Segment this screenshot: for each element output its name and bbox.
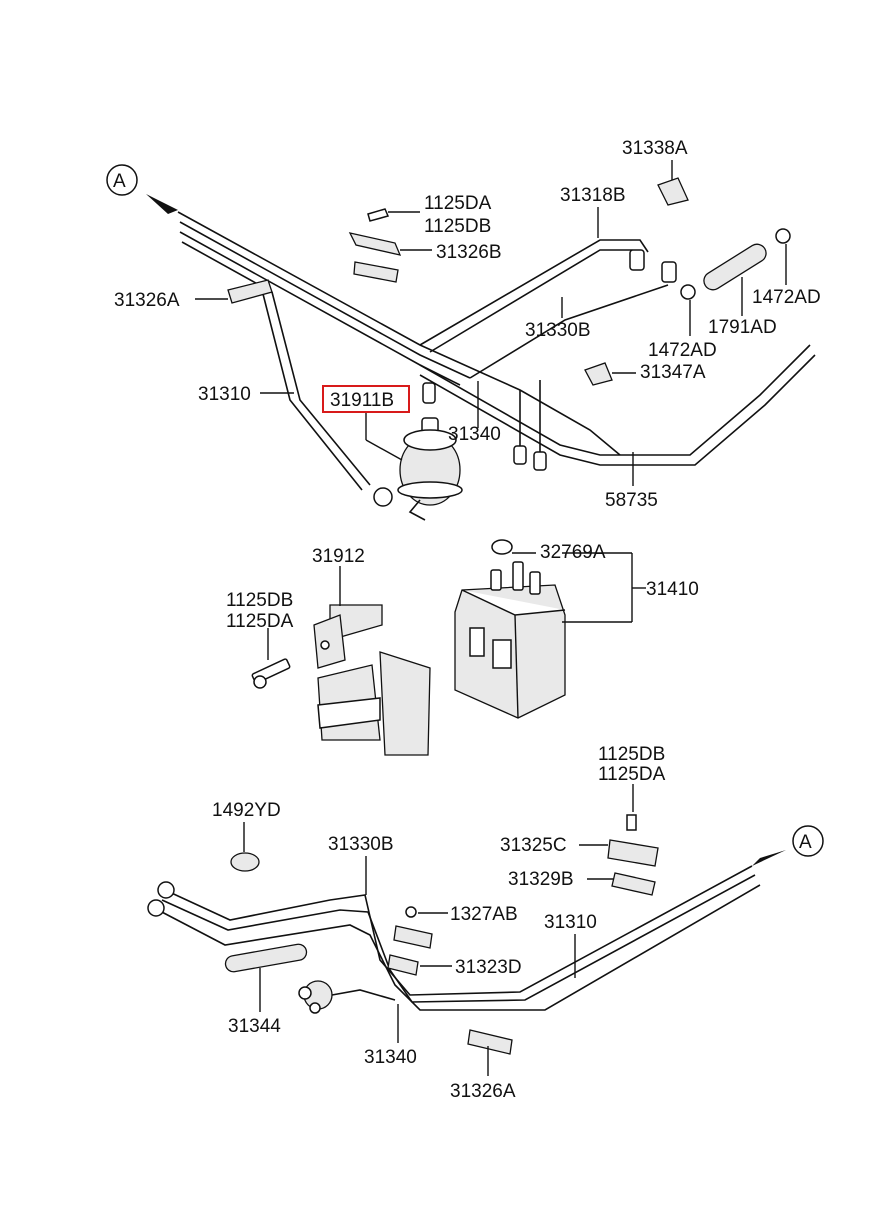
- bottom-leader-lines: [243, 784, 634, 1076]
- label-31911B: 31911B: [330, 390, 394, 411]
- clip-31347A: [584, 362, 613, 386]
- plug-1492YD: [230, 852, 260, 872]
- clip-31326B-upper: [348, 232, 402, 256]
- hose-1791AD: [703, 243, 767, 291]
- label-31329B: 31329B: [508, 869, 574, 890]
- label-31344: 31344: [228, 1016, 281, 1037]
- label-1125DB-low: 1125DB: [598, 744, 665, 765]
- label-31410: 31410: [646, 579, 699, 600]
- top-leader-lines: [195, 160, 787, 486]
- clip-31326A-low: [467, 1029, 513, 1055]
- highlight-box-31911B: [322, 385, 410, 413]
- label-1327AB: 1327AB: [450, 904, 518, 925]
- clip-1327AB: [393, 925, 433, 949]
- arrow-head-bottom: [752, 850, 786, 866]
- label-31912: 31912: [312, 546, 365, 567]
- label-31330B-top: 31330B: [525, 320, 591, 341]
- bolt-1125DA-top: [367, 208, 390, 222]
- hose-31344: [224, 943, 308, 973]
- bolt-1125DB-mid: [251, 658, 291, 689]
- label-1472AD-right: 1472AD: [752, 287, 821, 308]
- label-31326A-low: 31326A: [450, 1081, 516, 1102]
- clip-31325C: [607, 839, 659, 867]
- reference-a-circle-bottom: [792, 825, 824, 857]
- top-fuel-lines: A: [106, 164, 816, 521]
- middle-labels: 31912 32769A 31410 1125DB 1125DA: [226, 542, 699, 632]
- arrow-head-top: [146, 194, 178, 214]
- clip-31326B-lower: [353, 261, 399, 283]
- reference-a-label-top: A: [113, 171, 126, 192]
- top-labels: 31338A 1125DA 1125DB 31318B 31326B 31326…: [114, 138, 821, 511]
- label-1125DA-low: 1125DA: [598, 764, 666, 785]
- reference-a-circle-top: [106, 164, 138, 196]
- label-31338A: 31338A: [622, 138, 688, 159]
- label-31326B: 31326B: [436, 242, 502, 263]
- regulator-31340: [298, 980, 396, 1014]
- bottom-fuel-lines: A: [147, 814, 824, 1055]
- label-1125DA-top: 1125DA: [424, 193, 492, 214]
- label-31330B-low: 31330B: [328, 834, 394, 855]
- middle-leader-lines: [267, 552, 646, 660]
- label-31326A-top: 31326A: [114, 290, 180, 311]
- clamp-1472AD-right: [775, 228, 791, 244]
- label-1492YD: 1492YD: [212, 800, 281, 821]
- middle-parts: [251, 539, 566, 756]
- label-31310-low: 31310: [544, 912, 597, 933]
- label-31323D: 31323D: [455, 957, 522, 978]
- label-31340-top: 31340: [448, 424, 501, 445]
- label-31347A: 31347A: [640, 362, 706, 383]
- bracket-31912: [313, 604, 431, 756]
- label-1125DB-mid: 1125DB: [226, 590, 293, 611]
- bottom-labels: 1125DB 1125DA 1492YD 31330B 31325C 31329…: [212, 744, 666, 1102]
- label-1472AD-mid: 1472AD: [648, 340, 717, 361]
- clamp-1472AD-mid: [680, 284, 696, 300]
- clip-31323D: [387, 954, 419, 976]
- label-31310-top: 31310: [198, 384, 251, 405]
- clip-31329B: [611, 872, 656, 896]
- label-31340-low: 31340: [364, 1047, 417, 1068]
- clip-31338A: [657, 177, 689, 206]
- label-31318B: 31318B: [560, 185, 626, 206]
- label-1125DB-top: 1125DB: [424, 216, 491, 237]
- canister-31410: [454, 539, 566, 719]
- reference-a-label-bottom: A: [799, 832, 812, 853]
- label-31325C: 31325C: [500, 835, 567, 856]
- fuel-filter-31911B: [397, 417, 463, 521]
- label-32769A: 32769A: [540, 542, 606, 563]
- bolt-1125DB-low: [626, 814, 637, 831]
- clip-31326A-top: [227, 279, 273, 304]
- label-1125DA-mid: 1125DA: [226, 611, 294, 632]
- nut-1327AB: [405, 906, 417, 918]
- label-58735: 58735: [605, 490, 658, 511]
- label-1791AD: 1791AD: [708, 317, 777, 338]
